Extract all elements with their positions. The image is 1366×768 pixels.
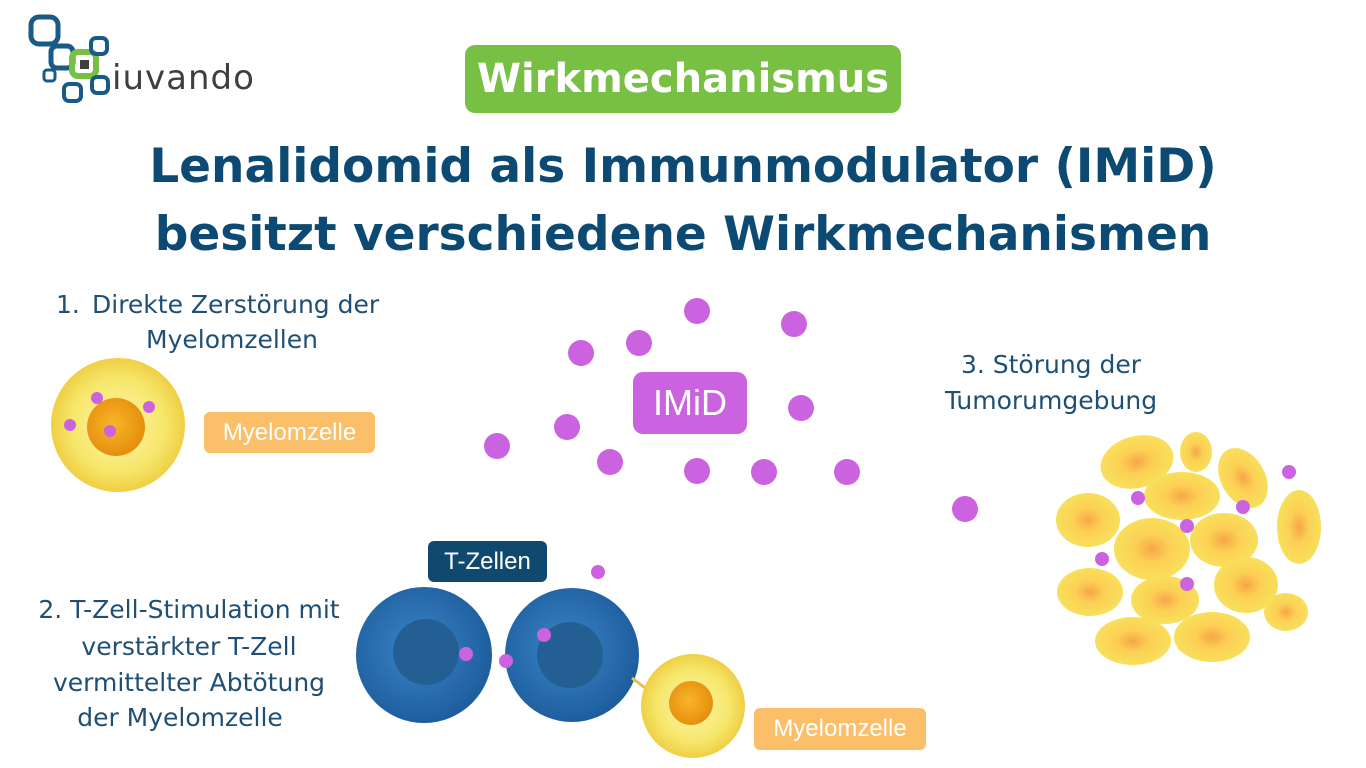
mechanism-3-line-1: 3. Störung der: [960, 350, 1142, 379]
mechanism-1-number: 1.: [56, 290, 80, 319]
imid-molecule-icon: [484, 298, 978, 579]
t-cell-icon: [356, 587, 639, 723]
headline-line-1: Lenalidomid als Immunmodulator (IMiD): [149, 139, 1217, 194]
myeloma-cell-icon: [51, 358, 185, 492]
tcell-tag: T-Zellen: [428, 541, 547, 582]
mechanism-2-line-1: 2. T-Zell-Stimulation mit: [38, 595, 340, 624]
imid-tag: IMiD: [633, 372, 747, 434]
mechanism-2-line-2: verstärkter T-Zell: [81, 632, 297, 661]
mechanism-2-line-3: vermittelter Abtötung: [52, 668, 326, 697]
myeloma-tag-top: Myelomzelle: [204, 412, 375, 453]
myeloma-tag-bottom: Myelomzelle: [754, 708, 926, 750]
headline-line-2: besitzt verschiedene Wirkmechanismen: [154, 207, 1212, 262]
mechanism-1-line-2: Myelomzellen: [146, 325, 318, 354]
tumor-cluster-icon: [1056, 432, 1321, 665]
mechanism-2-line-4: der Myelomzelle: [77, 703, 283, 732]
logo-mark-icon: [28, 14, 110, 103]
brand-name: iuvando: [112, 58, 255, 98]
myeloma-cell-icon: [631, 654, 745, 758]
section-badge: Wirkmechanismus: [465, 45, 901, 113]
mechanism-3-line-2: Tumorumgebung: [944, 386, 1158, 415]
mechanism-1-line-1: Direkte Zerstörung der: [92, 290, 380, 319]
